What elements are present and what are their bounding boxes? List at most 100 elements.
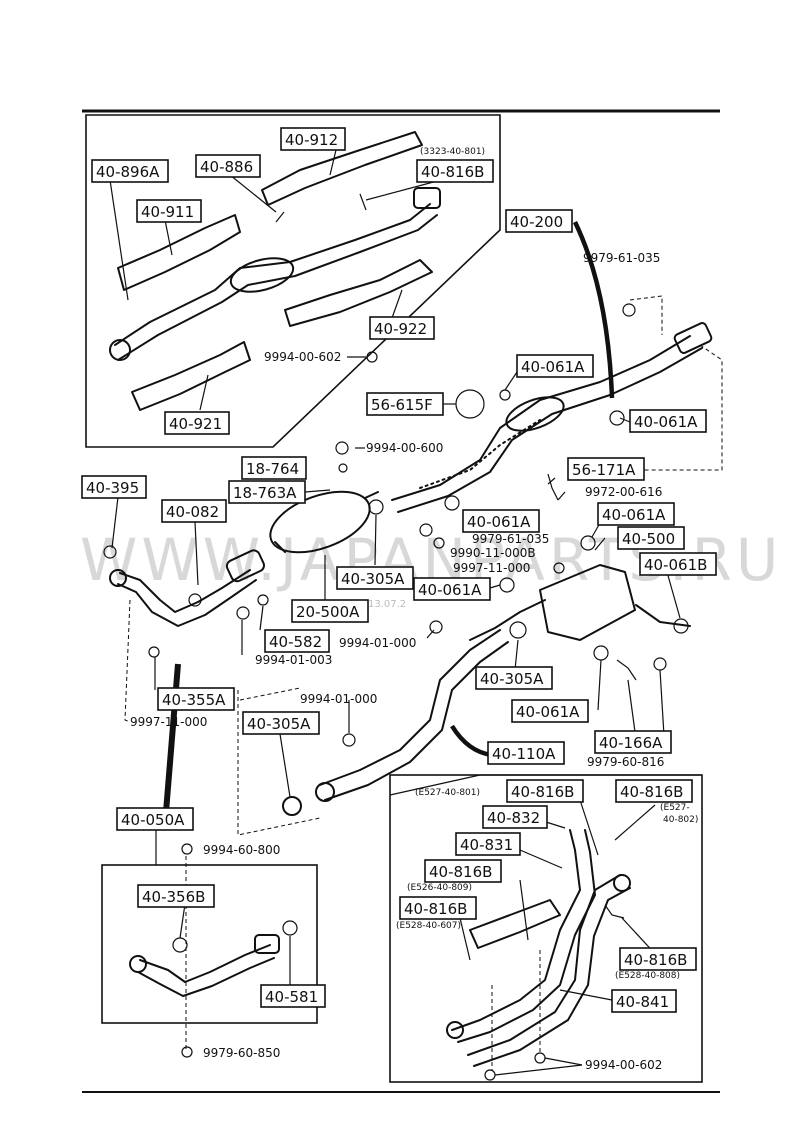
converter-stubs bbox=[274, 491, 379, 553]
nut-40-582 bbox=[257, 594, 269, 606]
kit-heat-insulator bbox=[469, 899, 561, 949]
ring-40-061A-a bbox=[499, 389, 511, 401]
note-E527-40-802-line1: (E527- bbox=[660, 803, 690, 813]
note-9994-60-800: 9994-60-800 bbox=[203, 843, 280, 857]
label-40-921: 40-921 bbox=[164, 411, 230, 435]
svg-text:40-886: 40-886 bbox=[200, 158, 253, 176]
kit-pipe-joint bbox=[254, 934, 280, 954]
label-40-581: 40-581 bbox=[260, 984, 326, 1008]
svg-text:40-911: 40-911 bbox=[141, 203, 194, 221]
svg-text:40-816B: 40-816B bbox=[620, 783, 683, 801]
svg-text:40-921: 40-921 bbox=[169, 415, 222, 433]
upper-kit-pipe-b bbox=[117, 214, 438, 361]
bolt-line-b bbox=[359, 193, 367, 211]
label-18-763A: 18-763A bbox=[228, 480, 306, 504]
svg-text:40-110A: 40-110A bbox=[492, 745, 556, 763]
svg-text:40-061A: 40-061A bbox=[516, 703, 580, 721]
inset-frame-40-050A bbox=[101, 864, 318, 1024]
svg-text:40-816B: 40-816B bbox=[511, 783, 574, 801]
leader-9997-11-000 bbox=[124, 599, 131, 723]
front-pipe-upper bbox=[119, 569, 251, 613]
connector-40-050A bbox=[163, 663, 181, 813]
note-9994-00-602-lower: 9994-00-602 bbox=[585, 1058, 662, 1072]
label-40-816B-e: 40-816B bbox=[619, 947, 697, 971]
kit-flange-b bbox=[613, 874, 631, 892]
label-40-355A: 40-355A bbox=[157, 687, 235, 711]
upper-kit-converter bbox=[229, 257, 295, 293]
note-9994-00-600: 9994-00-600 bbox=[366, 441, 443, 455]
svg-text:40-061A: 40-061A bbox=[467, 513, 531, 531]
front-pipe-lower bbox=[117, 579, 257, 627]
label-40-050A: 40-050A bbox=[116, 807, 194, 831]
note-9990-11-000B: 9990-11-000B bbox=[450, 546, 536, 560]
label-40-305A-3: 40-305A bbox=[242, 711, 320, 735]
note-E528-40-808: (E528-40-808) bbox=[615, 971, 680, 981]
label-40-200: 40-200 bbox=[505, 209, 573, 233]
resonator bbox=[505, 396, 565, 432]
svg-text:40-816B: 40-816B bbox=[421, 163, 484, 181]
gasket-40-305A-b bbox=[509, 621, 527, 639]
note-9994-01-000-a: 9994-01-000 bbox=[339, 636, 416, 650]
label-40-922: 40-922 bbox=[369, 316, 435, 340]
label-40-110A: 40-110A bbox=[487, 741, 565, 765]
bolt-9979-60-816 bbox=[653, 657, 667, 671]
middle-pipe-flange bbox=[282, 796, 302, 816]
svg-text:56-171A: 56-171A bbox=[572, 461, 636, 479]
label-40-082: 40-082 bbox=[161, 499, 227, 523]
clip-18-764 bbox=[338, 463, 348, 473]
ring-40-061A-f bbox=[593, 645, 609, 661]
label-56-171A: 56-171A bbox=[567, 457, 645, 481]
date-stamp: 13.07.2 bbox=[368, 599, 406, 610]
label-40-816B-c: 40-816B bbox=[424, 859, 502, 883]
note-9997-11-000-b: 9997-11-000 bbox=[130, 715, 207, 729]
inset-frame-40-110A bbox=[389, 774, 703, 1083]
nut-9994-01-000-a bbox=[429, 620, 443, 634]
svg-text:40-305A: 40-305A bbox=[247, 715, 311, 733]
ring-40-061A-b bbox=[609, 410, 625, 426]
nut-9990-11-000B bbox=[419, 523, 433, 537]
kit-pipe-flange bbox=[129, 955, 147, 973]
svg-text:18-764: 18-764 bbox=[246, 460, 299, 478]
svg-text:40-356B: 40-356B bbox=[142, 888, 205, 906]
note-9979-61-035: 9979-61-035 bbox=[583, 251, 660, 265]
svg-text:20-500A: 20-500A bbox=[296, 603, 360, 621]
nut-9994-00-602-lower-b bbox=[484, 1069, 496, 1081]
kit-front-pipe-lower bbox=[137, 957, 275, 997]
note-9979-60-816: 9979-60-816 bbox=[587, 755, 664, 769]
svg-text:40-061A: 40-061A bbox=[521, 358, 585, 376]
center-pipe-flange bbox=[673, 322, 713, 354]
label-40-582: 40-582 bbox=[264, 629, 330, 653]
svg-text:56-615F: 56-615F bbox=[371, 396, 433, 414]
connector-40-110A bbox=[450, 724, 493, 758]
bolt-9997-11-000-b bbox=[433, 537, 445, 549]
note-9994-00-602-upper: 9994-00-602 bbox=[264, 350, 341, 364]
label-40-166A: 40-166A bbox=[594, 730, 672, 754]
label-40-061B: 40-061B bbox=[639, 552, 717, 576]
bracket-40-395 bbox=[103, 545, 117, 559]
svg-text:40-912: 40-912 bbox=[285, 131, 338, 149]
leader-9979-61-035 bbox=[629, 295, 663, 335]
label-40-061A-3: 40-061A bbox=[462, 509, 540, 533]
kit-rear-pipe-a-upper bbox=[451, 829, 581, 1031]
label-40-061A-6: 40-061A bbox=[511, 699, 589, 723]
ring-40-061A-c bbox=[444, 495, 460, 511]
svg-text:40-305A: 40-305A bbox=[341, 570, 405, 588]
svg-text:40-841: 40-841 bbox=[616, 993, 669, 1011]
label-40-305A-1: 40-305A bbox=[336, 566, 414, 590]
nut-9994-00-600 bbox=[335, 441, 349, 455]
middle-pipe-flange-b bbox=[315, 782, 335, 802]
bolt-9979-61-035-b bbox=[553, 562, 565, 574]
bolt-9979-60-850 bbox=[181, 1046, 193, 1058]
svg-text:40-355A: 40-355A bbox=[162, 691, 226, 709]
tail-pipe bbox=[635, 604, 691, 627]
label-40-061A-2: 40-061A bbox=[629, 409, 707, 433]
svg-text:40-500: 40-500 bbox=[622, 530, 675, 548]
bolt-line-a bbox=[275, 211, 285, 223]
svg-text:40-831: 40-831 bbox=[460, 836, 513, 854]
label-40-816B-top: 40-816B bbox=[416, 159, 494, 183]
svg-text:40-061A: 40-061A bbox=[634, 413, 698, 431]
nut-9994-00-602-lower-a bbox=[534, 1052, 546, 1064]
svg-text:40-816B: 40-816B bbox=[404, 900, 467, 918]
ring-40-061A-d bbox=[580, 535, 596, 551]
bolt-9997-11-000 bbox=[148, 646, 160, 658]
